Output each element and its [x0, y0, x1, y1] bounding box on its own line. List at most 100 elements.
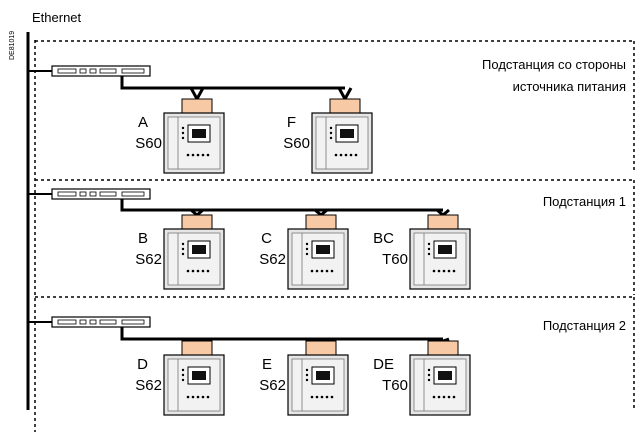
switch-port — [80, 320, 86, 324]
switch-port — [58, 320, 76, 324]
substation-2-device-1-key — [197, 270, 200, 273]
substation-1-title: Подстанция со стороны — [482, 57, 626, 72]
substation-3-device-2-model: S62 — [259, 377, 286, 394]
substation-1-device-2-key — [345, 154, 348, 157]
substation-2-ethernet-switch — [52, 189, 150, 199]
substation-3-device-2-key — [331, 396, 334, 399]
switch-port — [58, 192, 76, 196]
substation-3-device-3 — [410, 341, 470, 415]
substation-2-device-2 — [288, 215, 348, 289]
substation-2-device-1-key — [202, 270, 205, 273]
substation-2-device-1 — [164, 215, 224, 289]
switch-port — [90, 69, 96, 73]
substation-2-device-1-key — [192, 270, 195, 273]
substation-1-device-2-led — [330, 137, 332, 139]
substation-1-device-2-key — [340, 154, 343, 157]
substation-2-device-2-key — [331, 270, 334, 273]
substation-1-device-1 — [164, 99, 224, 173]
substation-3-device-2-key — [326, 396, 329, 399]
substation-1-device-2-led — [330, 132, 332, 134]
substation-2-device-3-key — [453, 270, 456, 273]
substation-3-device-1-key — [202, 396, 205, 399]
substation-2-device-1-connector — [182, 215, 212, 229]
substation-1-device-1-key — [192, 154, 195, 157]
substation-3-ethernet-switch — [52, 317, 150, 327]
substation-2-device-3-key — [443, 270, 446, 273]
substation-3-device-2-key — [321, 396, 324, 399]
substation-2-device-2-model: S62 — [259, 251, 286, 268]
substation-1-device-2-name: F — [287, 114, 296, 131]
substation-1-device-2-key — [355, 154, 358, 157]
substation-3-device-2-led — [306, 369, 308, 371]
substation-2-device-1-key — [207, 270, 210, 273]
switch-port — [58, 69, 76, 73]
substation-1-device-1-key — [207, 154, 210, 157]
switch-port — [100, 192, 116, 196]
substation-3-device-3-key — [438, 396, 441, 399]
substation-2-device-3-key — [448, 270, 451, 273]
switch-port — [122, 320, 144, 324]
switch-port — [80, 192, 86, 196]
substation-2-device-3-led — [428, 253, 430, 255]
substation-1-device-2-link — [339, 88, 351, 99]
substation-2-device-1-led — [182, 243, 184, 245]
substation-3-device-3-key — [443, 396, 446, 399]
substation-1-device-1-link — [191, 88, 203, 99]
substation-3-device-3-key — [448, 396, 451, 399]
substation-2-device-3-display-screen — [438, 245, 452, 254]
substation-1-device-2-display-screen — [340, 129, 354, 138]
substation-3-device-2-led — [306, 379, 308, 381]
substation-2-device-2-led — [306, 243, 308, 245]
substation-1-device-1-display-screen — [192, 129, 206, 138]
substation-2-device-2-key — [316, 270, 319, 273]
substation-3-device-3-key — [433, 396, 436, 399]
substation-2-title: Подстанция 1 — [543, 194, 626, 209]
substation-1-device-1-name: A — [138, 114, 148, 131]
substation-3-device-3-led — [428, 369, 430, 371]
substation-3-device-1-led — [182, 379, 184, 381]
substation-3-device-3-name: DE — [373, 356, 394, 373]
substation-1-device-2-key — [335, 154, 338, 157]
substation-3-device-2-connector — [306, 341, 336, 355]
substation-3-title: Подстанция 2 — [543, 318, 626, 333]
substation-2-device-3-model: T60 — [382, 251, 408, 268]
substation-2-device-1-display-screen — [192, 245, 206, 254]
substation-2-device-3-led — [428, 243, 430, 245]
substation-3-device-2-key — [311, 396, 314, 399]
substation-3-device-1-connector — [182, 341, 212, 355]
substation-3-device-1-led — [182, 369, 184, 371]
substation-2-device-3-key — [433, 270, 436, 273]
switch-port — [100, 320, 116, 324]
substation-1-device-2-connector — [330, 99, 360, 113]
substation-2-device-2-key — [326, 270, 329, 273]
substation-3-device-1 — [164, 341, 224, 415]
substation-1-device-1-led — [182, 137, 184, 139]
substation-2-device-2-key — [321, 270, 324, 273]
substation-1-device-2-key — [350, 154, 353, 157]
substation-3-device-1-key — [187, 396, 190, 399]
switch-port — [90, 320, 96, 324]
substation-3-bus — [122, 327, 443, 339]
substation-2-device-1-led — [182, 248, 184, 250]
switch-port — [122, 69, 144, 73]
drawing-code: DE81019 — [9, 31, 16, 60]
substation-2-device-2-connector — [306, 215, 336, 229]
substation-3-device-1-display-screen — [192, 371, 206, 380]
substation-1-device-2-led — [330, 127, 332, 129]
substation-1-device-1-key — [197, 154, 200, 157]
substation-1-title: источника питания — [513, 79, 626, 94]
substation-2-device-3-key — [438, 270, 441, 273]
substation-3-device-1-key — [192, 396, 195, 399]
substation-3-device-3-led — [428, 379, 430, 381]
substation-2-device-1-key — [187, 270, 190, 273]
substation-3-device-1-led — [182, 374, 184, 376]
substation-1-device-1-connector — [182, 99, 212, 113]
substation-1-bus — [122, 76, 345, 88]
substation-2-bus — [122, 199, 443, 210]
substation-1-device-1-led — [182, 132, 184, 134]
substation-3-device-2 — [288, 341, 348, 415]
substation-2-device-2-key — [311, 270, 314, 273]
